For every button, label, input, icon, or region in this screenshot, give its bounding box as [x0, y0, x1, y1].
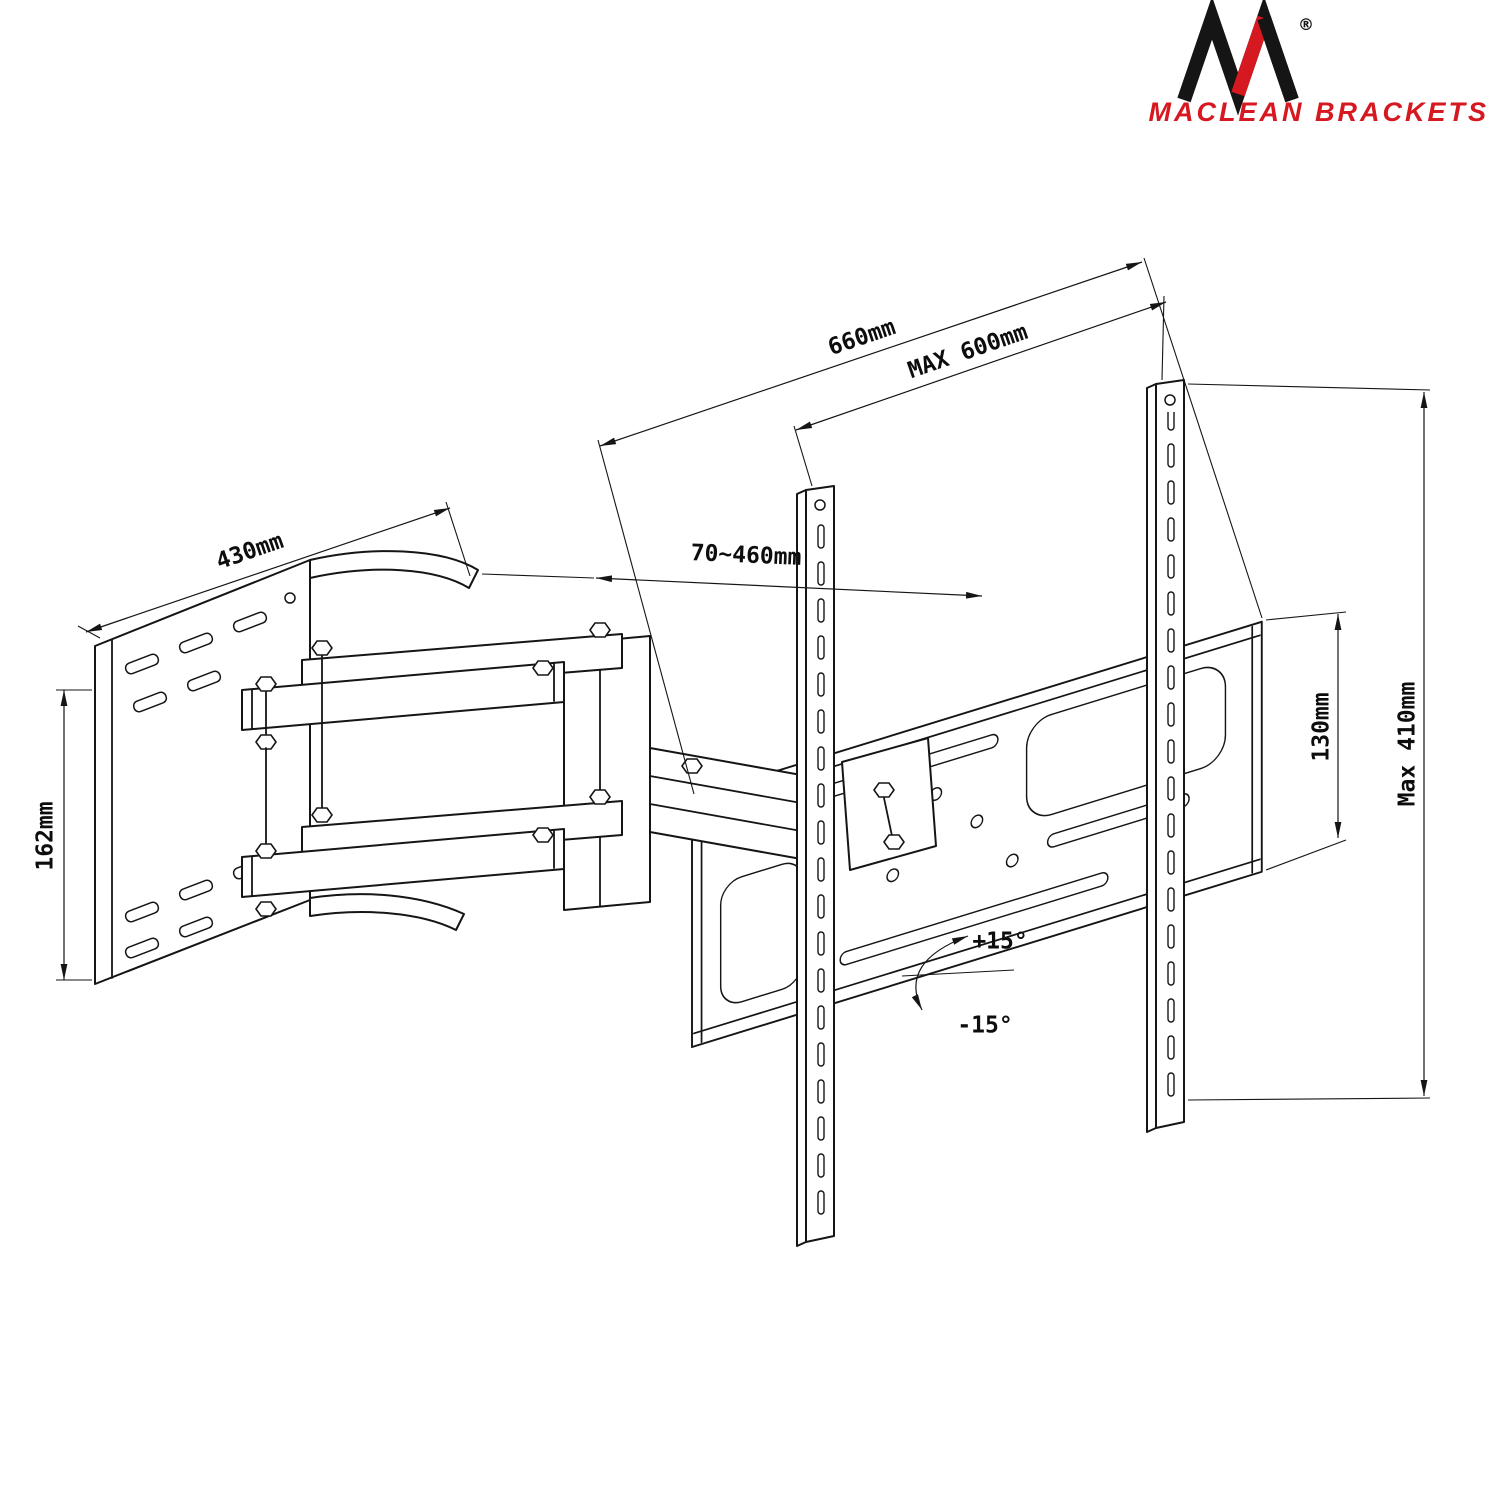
wall-plate-top-flange [309, 550, 479, 589]
tilt-indicator: +15° -15° [901, 929, 1028, 1039]
tilt-down-label: -15° [957, 1013, 1012, 1039]
registered-trademark: ® [1298, 15, 1314, 34]
bolt-hex [589, 789, 611, 805]
bolt-hex [255, 734, 277, 750]
bolt-hex [883, 834, 905, 850]
dim-overall-width: 660mm [825, 314, 899, 361]
dim-wall-plate-width: 430mm [213, 528, 287, 575]
bolt-hex [255, 843, 277, 859]
bolt-hex [311, 640, 333, 656]
bolt-hex [532, 827, 554, 843]
elbow-column [563, 635, 651, 911]
bolt-hex [873, 782, 895, 798]
lower-arm [241, 747, 623, 917]
wall-plate [94, 550, 479, 985]
brand-wordmark: MACLEAN BRACKETS [1149, 97, 1490, 127]
bolt-hex [311, 807, 333, 823]
wall-plate-bottom-flange [309, 893, 465, 931]
brand-logo: ® MACLEAN BRACKETS [1149, 0, 1490, 127]
logo-m-red-stroke [1231, 15, 1271, 97]
dim-max-horizontal-spacing: MAX 600mm [905, 319, 1031, 384]
dim-max-vertical-spacing: Max 410mm [1395, 682, 1421, 807]
dim-wall-plate-height: 162mm [33, 801, 59, 870]
bolt-hex [532, 660, 554, 676]
tilt-hinge [841, 737, 937, 871]
upper-arm [241, 622, 623, 811]
vesa-rail-right [1146, 379, 1185, 1133]
dim-rail-top-offset: 130mm [1309, 692, 1335, 761]
tilt-arc-arrow [911, 935, 969, 1011]
bolt-hex [255, 676, 277, 692]
tilt-up-label: +15° [972, 929, 1027, 955]
vesa-rail-left [796, 485, 835, 1247]
bolt-hex [589, 622, 611, 638]
dim-extension-range: 70~460mm [690, 540, 802, 571]
bolt-hex [255, 901, 277, 917]
